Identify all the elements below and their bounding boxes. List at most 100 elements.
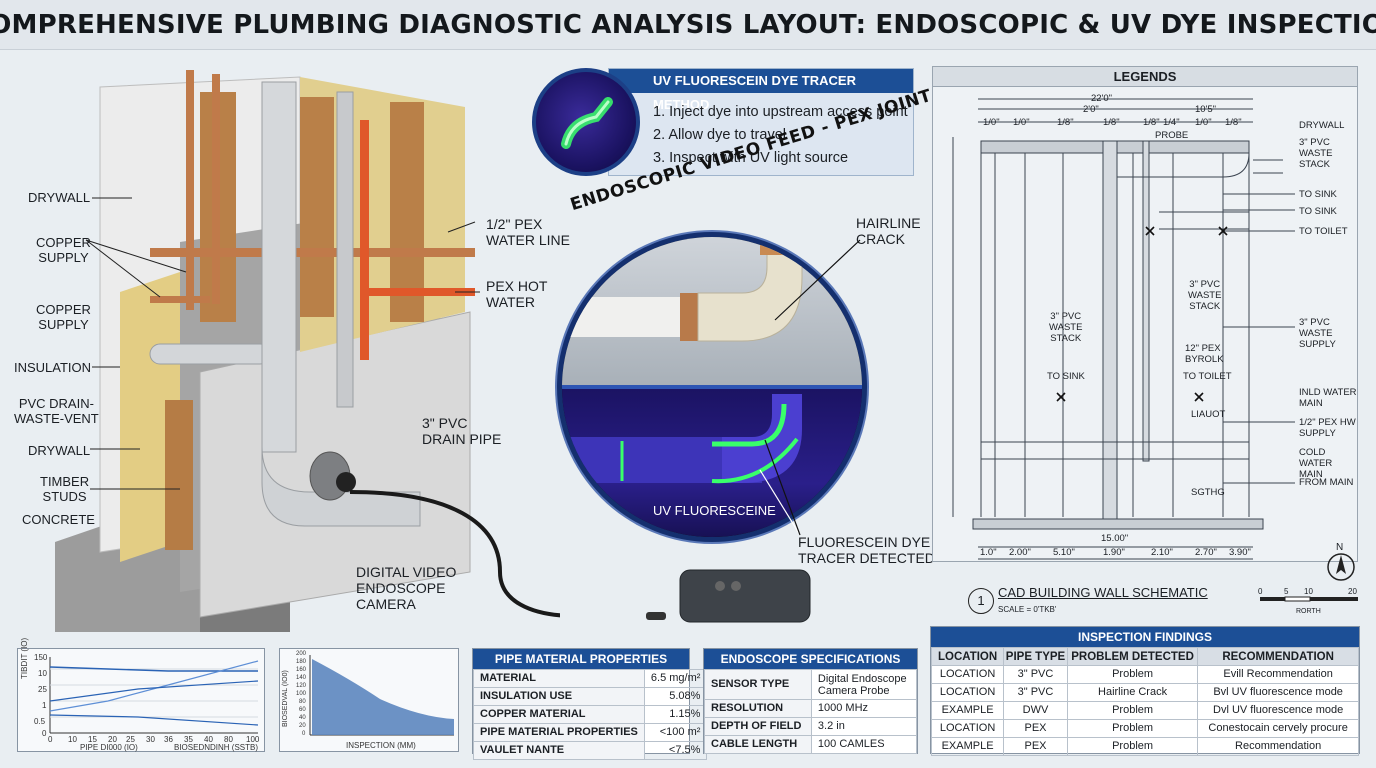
- pipe-row-value: 5.08%: [643, 687, 708, 706]
- dim-top-2: 10'5": [1195, 104, 1217, 115]
- timber-stud-front: [165, 400, 193, 550]
- dim-small-3: 1/8": [1057, 117, 1074, 128]
- schematic-scale: SCALE = 0'TKB': [998, 605, 1057, 614]
- label-uv-fluoresceine: UV FLUORESCEINE: [653, 503, 776, 518]
- s-label-pvc-waste-stack: 3" PVC WASTE STACK: [1299, 137, 1333, 170]
- c2-ytick-6: 80: [299, 699, 306, 705]
- c1-ytick-2: 25: [38, 685, 47, 694]
- dim-small-5: 1/8": [1143, 117, 1160, 128]
- dim-bottom-4: 1.90": [1103, 547, 1125, 558]
- title-bar: COMPREHENSIVE PLUMBING DIAGNOSTIC ANALYS…: [0, 0, 1376, 50]
- pvc-horizontal-pipe: [149, 343, 271, 365]
- cell: Recommendation: [1197, 737, 1359, 756]
- findings-col-recommendation: RECOMMENDATION: [1197, 647, 1359, 666]
- dim-top-1: 2'0": [1083, 104, 1099, 115]
- cell: Evill Recommendation: [1197, 665, 1359, 684]
- label-copper-supply-2: COPPER SUPPLY: [36, 302, 91, 332]
- label-copper-supply-1: COPPER SUPPLY: [36, 235, 91, 265]
- findings-col-problem: PROBLEM DETECTED: [1066, 647, 1199, 666]
- label-dye-detected: FLUORESCEIN DYE TRACER DETECTED: [798, 534, 935, 566]
- pipe-row-value: 6.5 mg/m²: [643, 669, 708, 688]
- wall-cutaway-illustration: [55, 70, 560, 632]
- cell: 3" PVC: [1003, 683, 1068, 702]
- table-row: PIPE MATERIAL PROPERTIES<100 m²: [473, 723, 708, 742]
- s-inner-waste-stack-1: 3" PVC WASTE STACK: [1188, 279, 1222, 312]
- table-header-row: LOCATION PIPE TYPE PROBLEM DETECTED RECO…: [930, 647, 1359, 666]
- cell: Conestocain cervely procure: [1197, 719, 1359, 738]
- c2-ytick-2: 160: [296, 667, 307, 673]
- cell: LOCATION: [930, 719, 1005, 738]
- cell: Problem: [1066, 719, 1199, 738]
- chart-1-series-a: [49, 666, 258, 672]
- leader-lines: [85, 197, 480, 490]
- pipe-row-key: COPPER MATERIAL: [473, 705, 645, 724]
- c1-legend-0: PIPE DI000 (IO): [80, 743, 138, 752]
- label-pex-water-line: 1/2" PEX WATER LINE: [486, 216, 571, 248]
- pipe-row-key: INSULATION USE: [473, 687, 645, 706]
- c1-ylabel: TIBDIT (IO): [20, 637, 29, 679]
- chart-2-area: [312, 659, 454, 735]
- table-row: VAULET NANTE<7.5%: [473, 741, 708, 760]
- cell: PEX: [1003, 737, 1068, 756]
- inspection-findings-table: INSPECTION FINDINGS LOCATION PIPE TYPE P…: [930, 626, 1360, 756]
- s-label-to-toilet: TO TOILET: [1299, 226, 1348, 237]
- s-inner-pex-byrolk: 12" PEX BYROLK: [1185, 343, 1224, 365]
- page-title: COMPREHENSIVE PLUMBING DIAGNOSTIC ANALYS…: [0, 9, 1376, 40]
- s-inner-to-sink: TO SINK: [1047, 371, 1085, 382]
- dim-bottom-6: 2.70": [1195, 547, 1217, 558]
- scale-tick-10: 10: [1304, 587, 1313, 596]
- dim-total-top: 22'0": [1091, 93, 1113, 104]
- c2-ylabel: BIOSEDVAL (IO0): [282, 670, 289, 727]
- c1-xtick-2: 15: [88, 735, 97, 744]
- dim-small-8: 1/8": [1225, 117, 1242, 128]
- c1-xtick-0: 0: [48, 735, 53, 744]
- label-drain-pipe: 3" PVC DRAIN PIPE: [422, 415, 502, 447]
- schematic-caption: CAD BUILDING WALL SCHEMATIC: [998, 585, 1208, 600]
- uv-step-2: 2. Allow dye to travel: [653, 127, 786, 143]
- chart-2-plot: [309, 655, 454, 736]
- cell: Bvl UV fluorescence mode: [1197, 683, 1359, 702]
- c1-xtick-10: 100: [246, 735, 260, 744]
- c1-ytick-3: 1: [42, 701, 47, 710]
- cell: LOCATION: [930, 665, 1005, 684]
- s-inner-liauot: LIAUOT: [1191, 409, 1226, 420]
- pipe-row-key: PIPE MATERIAL PROPERTIES: [473, 723, 645, 742]
- c2-ytick-5: 100: [296, 691, 307, 697]
- copper-pipe-vertical-2: [212, 74, 220, 304]
- s-inner-sgthg: SGTHG: [1191, 487, 1225, 498]
- dim-small-4: 1/8": [1103, 117, 1120, 128]
- findings-col-location: LOCATION: [930, 647, 1005, 666]
- scope-row-key: DEPTH OF FIELD: [704, 717, 812, 736]
- pipe-row-key: MATERIAL: [473, 669, 645, 688]
- uv-dye-thumbnail: [532, 68, 640, 176]
- dim-bottom-3: 5.10": [1053, 547, 1075, 558]
- endoscope-controller-svg: [646, 569, 811, 623]
- s-label-pvc-waste-supply: 3" PVC WASTE SUPPLY: [1299, 317, 1336, 350]
- cell: Problem: [1066, 737, 1199, 756]
- uv-method-panel: UV FLUORESCEIN DYE TRACER METHOD 1. Inje…: [608, 68, 914, 176]
- pipe-row-value: <7.5%: [643, 741, 708, 760]
- pipe-row-value: <100 m²: [643, 723, 708, 742]
- scope-table-heading: ENDOSCOPE SPECIFICATIONS: [704, 649, 917, 669]
- c1-ytick-1: 10: [38, 669, 47, 678]
- camera-lens-icon: [336, 472, 356, 492]
- scope-row-value: Digital Endoscope Camera Probe: [810, 669, 918, 700]
- schematic-drawing: [952, 98, 1295, 560]
- cell: EXAMPLE: [930, 737, 1005, 756]
- dim-bottom-5: 2.10": [1151, 547, 1173, 558]
- north-label: N: [1336, 542, 1344, 553]
- pex-hot-horizontal: [360, 288, 475, 296]
- dim-bottom-7: 3.90": [1229, 547, 1251, 558]
- timber-stud-mid: [300, 97, 334, 317]
- c2-ytick-8: 40: [299, 715, 306, 721]
- c2-ytick-3: 140: [296, 675, 307, 681]
- cell: Problem: [1066, 701, 1199, 720]
- label-pex-hot-water: PEX HOT WATER: [486, 278, 548, 310]
